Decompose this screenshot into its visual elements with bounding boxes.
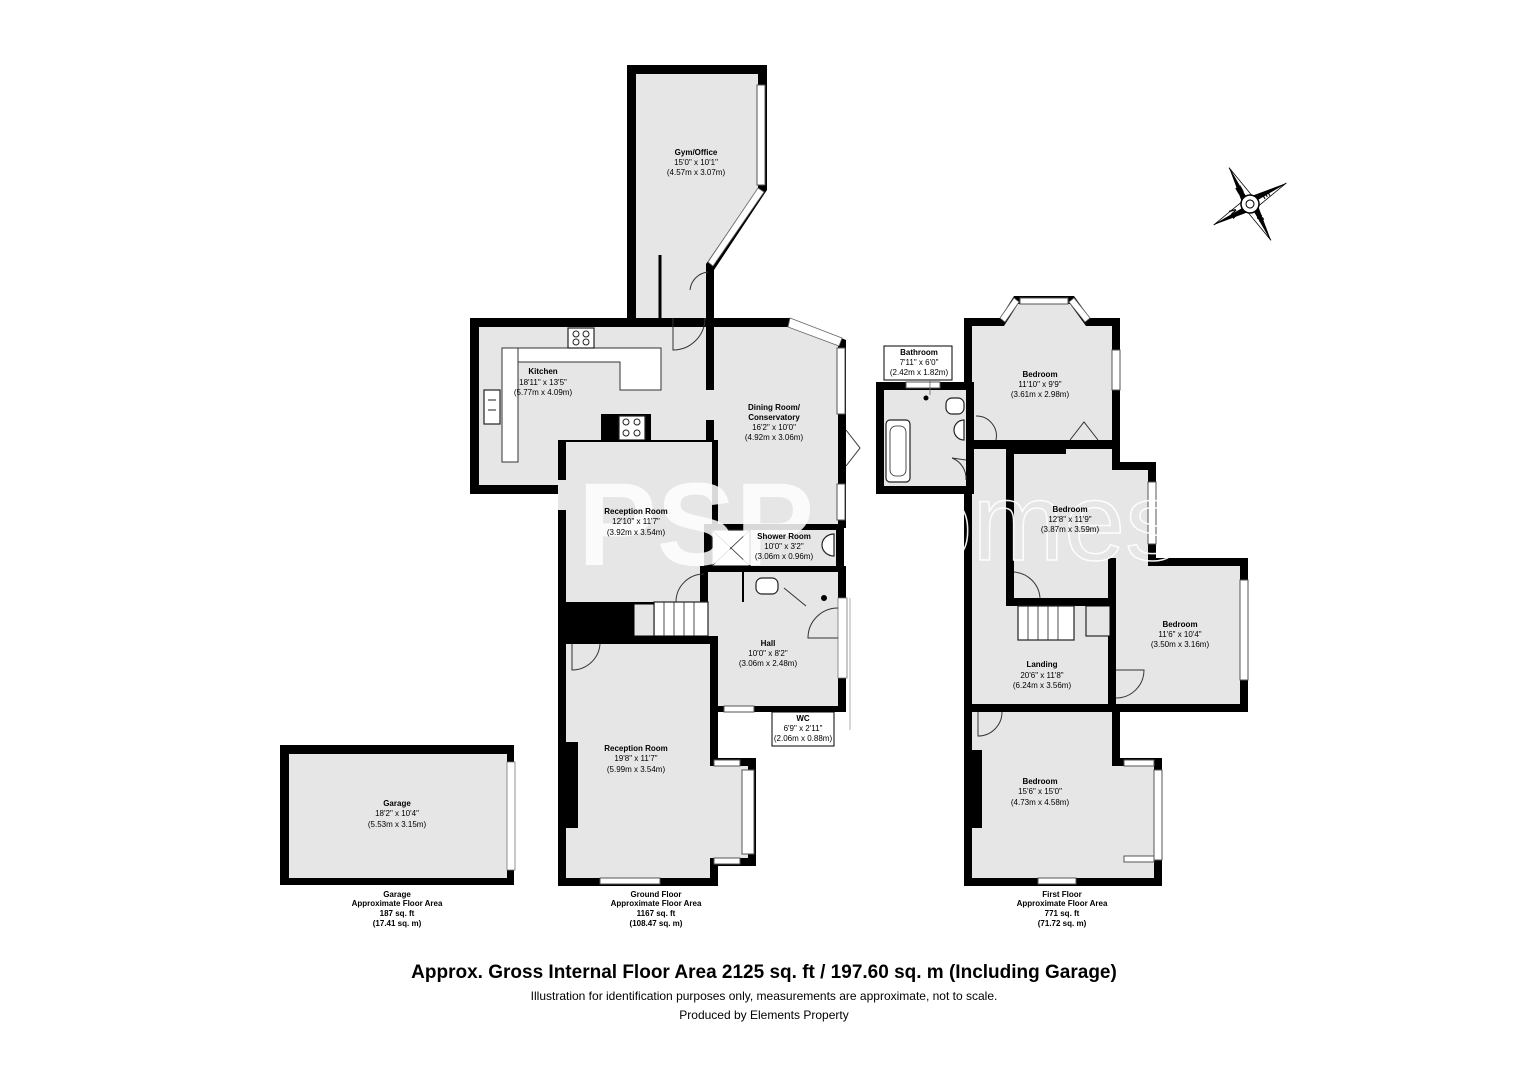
svg-text:19'8" x 11'7": 19'8" x 11'7" xyxy=(614,754,657,763)
svg-text:771 sq. ft: 771 sq. ft xyxy=(1045,909,1080,918)
svg-text:Dining Room/: Dining Room/ xyxy=(748,403,801,412)
label-bedroom-1: Bedroom 11'10" x 9'9" (3.61m x 2.98m) xyxy=(1011,370,1070,399)
svg-text:Approximate Floor Area: Approximate Floor Area xyxy=(611,899,702,908)
svg-text:12'8" x 11'9": 12'8" x 11'9" xyxy=(1048,515,1091,524)
label-landing: Landing 20'6" x 11'8" (6.24m x 3.56m) xyxy=(1013,660,1072,690)
compass-n: N xyxy=(1234,184,1246,197)
label-reception-1: Reception Room 12'10" x 11'7" (3.92m x 3… xyxy=(604,507,668,537)
floor-area-ground: Ground Floor Approximate Floor Area 1167… xyxy=(611,890,702,928)
svg-text:(3.61m x 2.98m): (3.61m x 2.98m) xyxy=(1011,390,1070,399)
floor-area-garage: Garage Approximate Floor Area 187 sq. ft… xyxy=(352,890,443,928)
svg-text:15'6" x 15'0": 15'6" x 15'0" xyxy=(1018,787,1062,796)
svg-text:15'0" x 10'1": 15'0" x 10'1" xyxy=(674,158,718,167)
disclaimer-text: Illustration for identification purposes… xyxy=(530,989,998,1003)
garage-plan xyxy=(280,745,516,885)
floor-area-first: First Floor Approximate Floor Area 771 s… xyxy=(1017,890,1108,928)
svg-text:(4.92m x 3.06m): (4.92m x 3.06m) xyxy=(745,433,804,442)
svg-text:18'11" x 13'5": 18'11" x 13'5" xyxy=(519,378,567,387)
svg-text:Garage: Garage xyxy=(383,799,411,808)
svg-text:Approximate Floor Area: Approximate Floor Area xyxy=(352,899,443,908)
svg-text:(2.42m x 1.82m): (2.42m x 1.82m) xyxy=(890,368,949,377)
svg-text:(4.73m x 4.58m): (4.73m x 4.58m) xyxy=(1011,798,1070,807)
watermark-left: PSP xyxy=(578,459,814,591)
svg-text:Approximate Floor Area: Approximate Floor Area xyxy=(1017,899,1108,908)
svg-text:Bedroom: Bedroom xyxy=(1162,620,1197,629)
label-gym: Gym/Office 15'0" x 10'1" (4.57m x 3.07m) xyxy=(667,148,726,177)
svg-text:(3.87m x 3.59m): (3.87m x 3.59m) xyxy=(1041,525,1100,534)
svg-text:11'6" x 10'4": 11'6" x 10'4" xyxy=(1158,630,1201,639)
svg-text:Garage: Garage xyxy=(383,890,411,899)
svg-text:187 sq. ft: 187 sq. ft xyxy=(380,909,415,918)
ground-floor-plan xyxy=(470,65,861,886)
gross-area-heading: Approx. Gross Internal Floor Area 2125 s… xyxy=(411,962,1117,983)
svg-text:11'10" x 9'9": 11'10" x 9'9" xyxy=(1018,380,1061,389)
svg-text:Hall: Hall xyxy=(761,639,776,648)
svg-text:Kitchen: Kitchen xyxy=(528,367,557,376)
svg-text:Bathroom: Bathroom xyxy=(900,348,938,357)
svg-text:(3.92m x 3.54m): (3.92m x 3.54m) xyxy=(607,528,666,537)
svg-text:1167 sq. ft: 1167 sq. ft xyxy=(637,909,676,918)
svg-text:(2.06m x 0.88m): (2.06m x 0.88m) xyxy=(774,734,833,743)
label-bedroom-2: Bedroom 12'8" x 11'9" (3.87m x 3.59m) xyxy=(1041,505,1100,534)
label-dining: Dining Room/ Conservatory 16'2" x 10'0" … xyxy=(745,403,804,442)
svg-text:7'11" x 6'0": 7'11" x 6'0" xyxy=(900,358,939,367)
label-bedroom-3: Bedroom 11'6" x 10'4" (3.50m x 3.16m) xyxy=(1151,620,1210,649)
svg-text:Shower Room: Shower Room xyxy=(757,532,811,541)
svg-text:(3.50m x 3.16m): (3.50m x 3.16m) xyxy=(1151,640,1210,649)
svg-text:(17.41 sq. m): (17.41 sq. m) xyxy=(373,919,422,928)
first-floor-plan xyxy=(876,296,1249,886)
svg-text:20'6" x 11'8": 20'6" x 11'8" xyxy=(1020,671,1063,680)
svg-text:Bedroom: Bedroom xyxy=(1052,505,1087,514)
producer-text: Produced by Elements Property xyxy=(679,1008,849,1022)
svg-text:(6.24m x 3.56m): (6.24m x 3.56m) xyxy=(1013,681,1072,690)
svg-text:Bedroom: Bedroom xyxy=(1022,777,1057,786)
svg-text:(3.06m x 0.96m): (3.06m x 0.96m) xyxy=(755,552,814,561)
svg-text:Reception Room: Reception Room xyxy=(604,744,668,753)
compass-s: S xyxy=(1254,211,1266,224)
svg-text:(108.47 sq. m): (108.47 sq. m) xyxy=(630,919,683,928)
watermark: PSP homes xyxy=(578,459,1181,591)
svg-text:12'10" x 11'7": 12'10" x 11'7" xyxy=(612,517,660,526)
label-bathroom: Bathroom 7'11" x 6'0" (2.42m x 1.82m) xyxy=(890,348,949,377)
label-shower: Shower Room 10'0" x 3'2" (3.06m x 0.96m) xyxy=(755,532,814,561)
label-hall: Hall 10'0" x 8'2" (3.06m x 2.48m) xyxy=(739,639,798,668)
compass-icon: N E S W xyxy=(1213,167,1287,241)
svg-text:10'0" x 3'2": 10'0" x 3'2" xyxy=(764,542,804,551)
svg-text:Ground Floor: Ground Floor xyxy=(630,890,681,899)
label-garage: Garage 18'2" x 10'4" (5.53m x 3.15m) xyxy=(368,799,427,829)
svg-text:(5.53m x 3.15m): (5.53m x 3.15m) xyxy=(368,820,427,829)
svg-text:(5.77m x 4.09m): (5.77m x 4.09m) xyxy=(514,388,573,397)
label-kitchen: Kitchen 18'11" x 13'5" (5.77m x 4.09m) xyxy=(514,367,573,397)
svg-text:Landing: Landing xyxy=(1026,660,1057,669)
svg-text:16'2" x 10'0": 16'2" x 10'0" xyxy=(752,423,796,432)
svg-text:Gym/Office: Gym/Office xyxy=(675,148,718,157)
svg-text:6'9" x 2'11": 6'9" x 2'11" xyxy=(784,724,823,733)
svg-text:Bedroom: Bedroom xyxy=(1022,370,1057,379)
watermark-right: homes xyxy=(850,461,1180,584)
svg-text:First Floor: First Floor xyxy=(1042,890,1082,899)
floor-plan-drawing: PSP homes N E S W Gym/Office 15'0" x 10'… xyxy=(280,65,1287,928)
svg-text:Reception Room: Reception Room xyxy=(604,507,668,516)
svg-text:(5.99m x 3.54m): (5.99m x 3.54m) xyxy=(607,765,666,774)
svg-text:(4.57m x 3.07m): (4.57m x 3.07m) xyxy=(667,168,726,177)
label-reception-2: Reception Room 19'8" x 11'7" (5.99m x 3.… xyxy=(604,744,668,774)
svg-text:(3.06m x 2.48m): (3.06m x 2.48m) xyxy=(739,659,798,668)
label-wc: WC 6'9" x 2'11" (2.06m x 0.88m) xyxy=(774,714,833,743)
compass-e: E xyxy=(1259,190,1272,202)
svg-text:Conservatory: Conservatory xyxy=(748,413,800,422)
svg-text:(71.72 sq. m): (71.72 sq. m) xyxy=(1038,919,1087,928)
svg-text:18'2" x 10'4": 18'2" x 10'4" xyxy=(375,809,419,818)
svg-text:10'0" x 8'2": 10'0" x 8'2" xyxy=(748,649,788,658)
label-bedroom-4: Bedroom 15'6" x 15'0" (4.73m x 4.58m) xyxy=(1011,777,1070,807)
svg-text:WC: WC xyxy=(796,714,810,723)
